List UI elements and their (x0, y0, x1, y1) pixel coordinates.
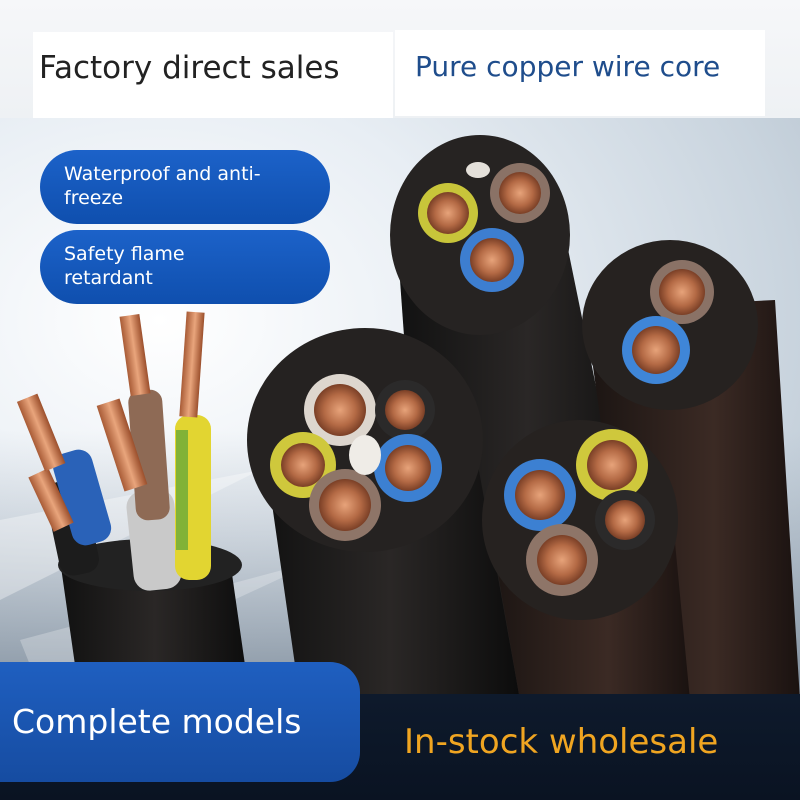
factory-direct-sales-text: Factory direct sales (39, 50, 340, 86)
feature-badge-line: Waterproof and anti- (64, 163, 261, 185)
pure-copper-box: Pure copper wire core (395, 30, 765, 116)
pure-copper-text: Pure copper wire core (415, 50, 721, 83)
feature-badge-line: freeze (64, 187, 124, 209)
complete-models-text: Complete models (12, 702, 302, 741)
feature-badge-line: Safety flame (64, 243, 185, 265)
factory-direct-sales-box: Factory direct sales (33, 32, 393, 118)
complete-models-badge: Complete models (0, 662, 360, 782)
feature-badge-line: retardant (64, 267, 153, 289)
in-stock-wholesale-text: In-stock wholesale (404, 722, 719, 762)
feature-badge-flame-retardant: Safety flame retardant (40, 230, 330, 304)
feature-badge-waterproof: Waterproof and anti- freeze (40, 150, 330, 224)
